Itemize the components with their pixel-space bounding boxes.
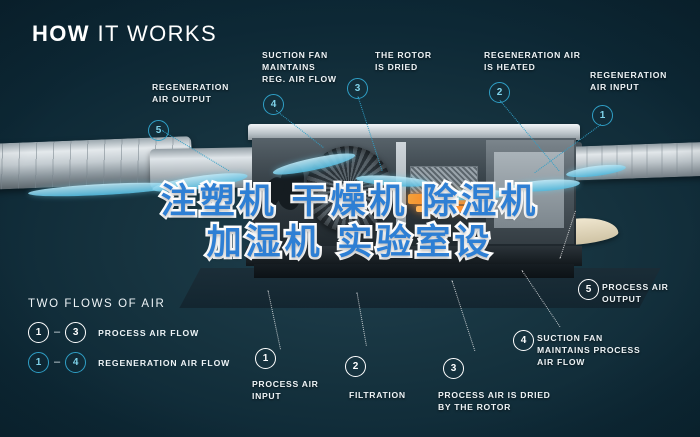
callout-marker-regeneration-air-output[interactable]: 5 xyxy=(148,120,169,141)
callout-marker-filtration[interactable]: 2 xyxy=(345,356,366,377)
callout-marker-regeneration-air-input[interactable]: 1 xyxy=(592,105,613,126)
legend-marker-from: 1 xyxy=(28,322,49,343)
page-title-bold: HOW xyxy=(32,21,90,46)
callout-marker-suction-fan-process[interactable]: 4 xyxy=(513,330,534,351)
legend-label-process-air-flow: PROCESS AIR FLOW xyxy=(98,327,200,338)
legend-label-regeneration-air-flow: REGENERATION AIR FLOW xyxy=(98,357,231,368)
overlay-line-2: 加湿机 实验室设 xyxy=(204,220,494,264)
legend-row-regeneration-air-flow: 1 – 4 REGENERATION AIR FLOW xyxy=(28,352,230,373)
callout-marker-suction-fan-reg[interactable]: 4 xyxy=(263,94,284,115)
callout-marker-process-air-input[interactable]: 1 xyxy=(255,348,276,369)
overlay-line-1: 注塑机 干燥机 除湿机 xyxy=(158,180,540,224)
page-title: HOW IT WORKS xyxy=(32,21,217,47)
callout-marker-process-air-dried[interactable]: 3 xyxy=(443,358,464,379)
legend-row-process-air-flow: 1 – 3 PROCESS AIR FLOW xyxy=(28,322,199,343)
legend-dash: – xyxy=(54,356,61,368)
legend-title: TWO FLOWS OF AIR xyxy=(28,298,166,310)
legend-dash: – xyxy=(54,326,61,338)
legend-marker-to: 4 xyxy=(65,352,87,373)
chinese-text-overlay: 注塑机 干燥机 除湿机 加湿机 实验室设 xyxy=(0,180,700,265)
callout-marker-process-air-output[interactable]: 5 xyxy=(578,279,599,300)
legend-marker-to: 3 xyxy=(65,322,87,343)
callout-marker-rotor-is-dried[interactable]: 3 xyxy=(347,78,368,99)
legend-marker-from: 1 xyxy=(28,352,49,373)
callout-label-filtration: FILTRATION xyxy=(349,390,406,400)
page-title-light: IT WORKS xyxy=(89,21,218,46)
callout-marker-regeneration-air-heated[interactable]: 2 xyxy=(489,82,510,103)
